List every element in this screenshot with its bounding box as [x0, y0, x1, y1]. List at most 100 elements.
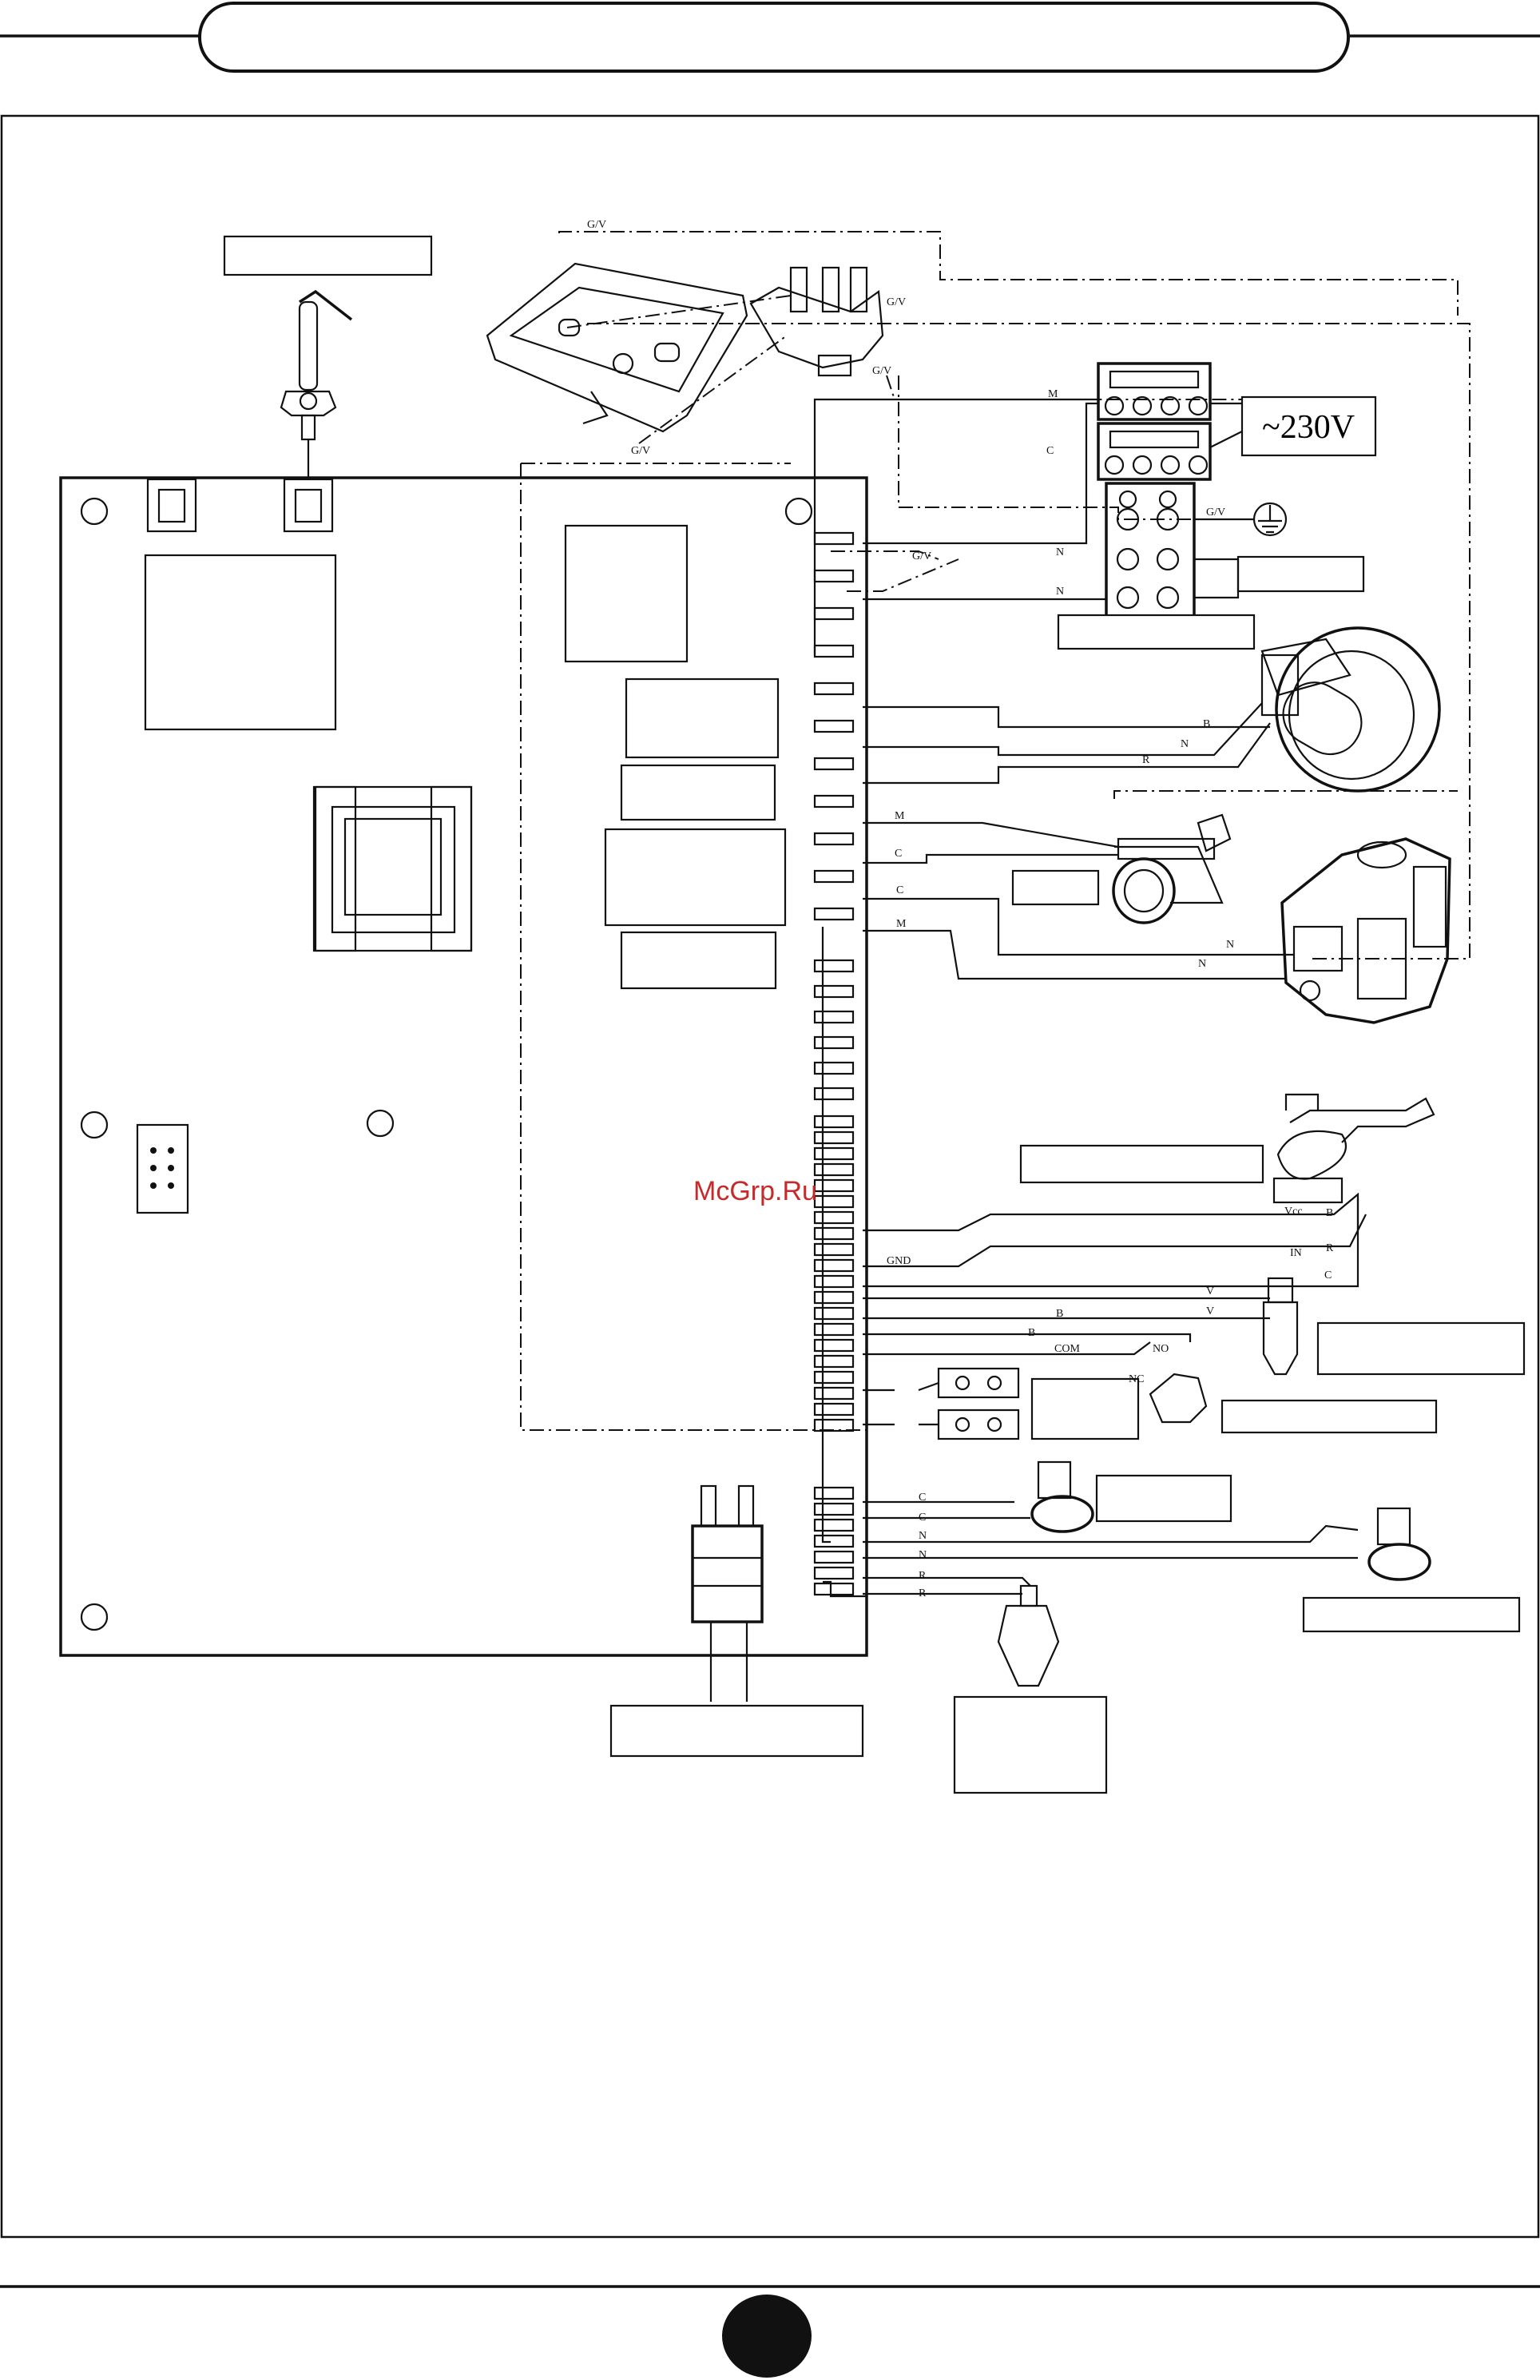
wire-code-n: N [1056, 546, 1064, 558]
fan-motor [1260, 626, 1441, 793]
switch-label-box [1220, 1399, 1438, 1434]
wire-code-r: R [919, 1570, 927, 1582]
mount-hole [366, 1109, 395, 1138]
wire-code-c: C [896, 884, 903, 896]
flow-sensor [1019, 1093, 1435, 1204]
terminal-pin [813, 757, 855, 771]
service-connector [136, 1123, 189, 1214]
wire-code-vcc: Vcc [1284, 1206, 1303, 1218]
terminal-pin [813, 569, 855, 583]
terminal-pin [813, 719, 855, 733]
modulator-coil [953, 1584, 1108, 1794]
wire-code-m: M [895, 810, 905, 822]
mains-plug [1097, 362, 1212, 421]
terminal-pin [813, 1582, 855, 1596]
terminal-label-box [1236, 555, 1365, 593]
terminal-pin [813, 984, 855, 999]
terminal-pin [813, 1486, 855, 1500]
terminal-pin [813, 1322, 855, 1337]
wire-code-n: N [1056, 586, 1064, 598]
terminal-pin [813, 832, 855, 846]
terminal-pin [813, 1226, 855, 1241]
plug-label-box [609, 1704, 864, 1758]
terminal-pin [813, 1566, 855, 1580]
terminal-pin [813, 1550, 855, 1564]
terminal-pin [813, 1418, 855, 1432]
terminal-pin [813, 1502, 855, 1516]
terminal-pin [813, 1194, 855, 1209]
terminal-pin [813, 869, 855, 884]
wire-code-gv: G/V [872, 365, 891, 377]
board-connector [157, 488, 186, 523]
board-connector [146, 478, 197, 533]
terminal-pin [813, 1242, 855, 1257]
relay-label-box [1030, 1377, 1140, 1440]
terminal-pin [813, 1370, 855, 1385]
terminal-pin [813, 1115, 855, 1129]
terminal-pin [813, 1402, 855, 1416]
terminal-pin [813, 1354, 855, 1369]
terminal-pin [813, 1061, 855, 1075]
wire-code-m: M [1048, 388, 1058, 400]
relay-block-side [430, 785, 473, 952]
wire-code-com: COM [1054, 1343, 1080, 1355]
terminal-pin [813, 1087, 855, 1101]
terminal-pin [813, 1534, 855, 1548]
board-label-box [620, 764, 776, 821]
terminal-pin [813, 1306, 855, 1321]
header-title-box [198, 2, 1350, 73]
terminal-pin [813, 644, 855, 658]
wire-code-in: IN [1290, 1247, 1302, 1259]
flow-sensor-label-box [1019, 1144, 1264, 1184]
wire-code-gnd: GND [887, 1255, 911, 1267]
mains-terminal-block: ~230V [1057, 362, 1377, 650]
terminal-strip [813, 531, 855, 1596]
relay-block-core [343, 817, 443, 916]
terminal-pin [813, 531, 855, 546]
mount-hole [784, 497, 813, 526]
wire-code-n: N [1198, 958, 1206, 970]
relay-block-inner [331, 805, 456, 934]
wire-code-v: V [1206, 1285, 1214, 1297]
wire-code-no: NO [1153, 1343, 1169, 1355]
safety-thermostat [1030, 1460, 1232, 1533]
wire-code-labels: G/V G/V G/V G/V G/V G/V M C N N B N R M … [587, 219, 1334, 1599]
ignition-electrode [223, 235, 433, 479]
wire-code-m: M [896, 918, 907, 930]
terminal-pin [813, 1146, 855, 1161]
wire-code-gv: G/V [887, 296, 906, 308]
board-label-box [620, 931, 777, 990]
relay-block-side [314, 785, 357, 952]
terminal-pin [813, 681, 855, 696]
terminal-pin [813, 1338, 855, 1353]
thermostat-label-box [1302, 1596, 1521, 1633]
terminal-pin [813, 1178, 855, 1193]
wire-code-v: V [1206, 1305, 1214, 1317]
pump-label-box [1011, 869, 1100, 906]
wire-code-n: N [919, 1549, 927, 1561]
supply-voltage-box [1240, 395, 1377, 457]
board-label-box [604, 828, 787, 927]
terminal-pin [813, 606, 855, 621]
page-number-badge [722, 2295, 812, 2378]
terminal-pin [813, 1258, 855, 1273]
ignition-connector [294, 488, 323, 523]
terminal-pin [813, 1274, 855, 1289]
circulation-pump [1011, 813, 1232, 924]
supply-voltage: ~230V [1262, 409, 1355, 446]
mount-hole [80, 1603, 109, 1631]
ignition-connector [283, 478, 334, 533]
overheat-thermostat [1302, 1507, 1521, 1633]
wire-code-b: B [1203, 718, 1210, 730]
wire-code-c: C [895, 848, 902, 860]
terminal-pin [813, 1386, 855, 1401]
wire-code-nc: NC [1129, 1373, 1144, 1385]
terminal-pin [813, 1162, 855, 1177]
terminal-label-box [1057, 614, 1256, 650]
terminal-pin [813, 1290, 855, 1305]
wires [813, 398, 1367, 1595]
wire-code-c: C [919, 1492, 926, 1504]
relay-block [312, 785, 473, 952]
wire-code-b: B [1056, 1308, 1063, 1320]
